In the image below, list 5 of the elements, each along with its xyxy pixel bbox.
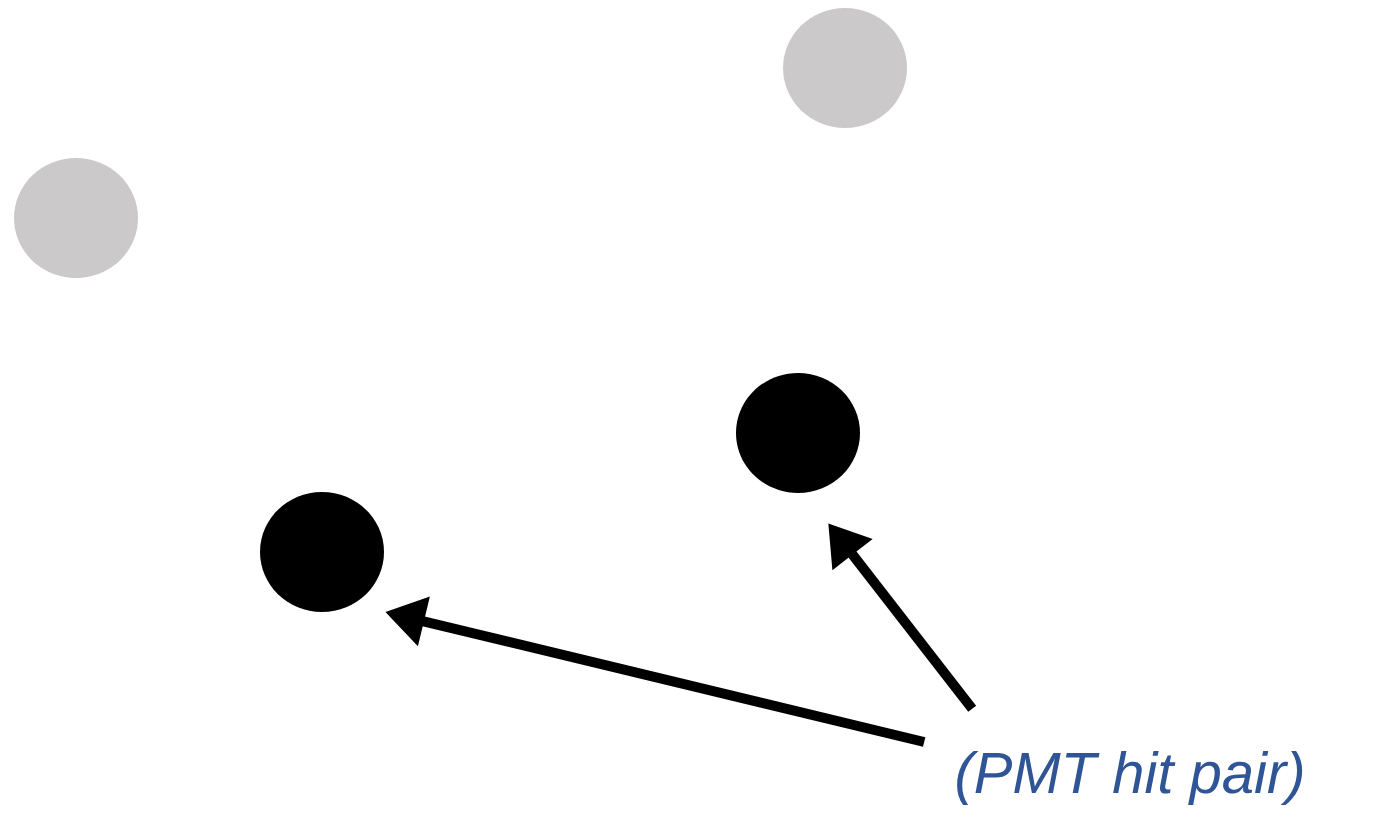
faded-dot xyxy=(14,158,138,278)
caption-text: (PMT hit pair) xyxy=(957,750,1303,806)
dot xyxy=(736,373,860,493)
faded-dot xyxy=(783,8,907,128)
dot xyxy=(260,492,384,612)
